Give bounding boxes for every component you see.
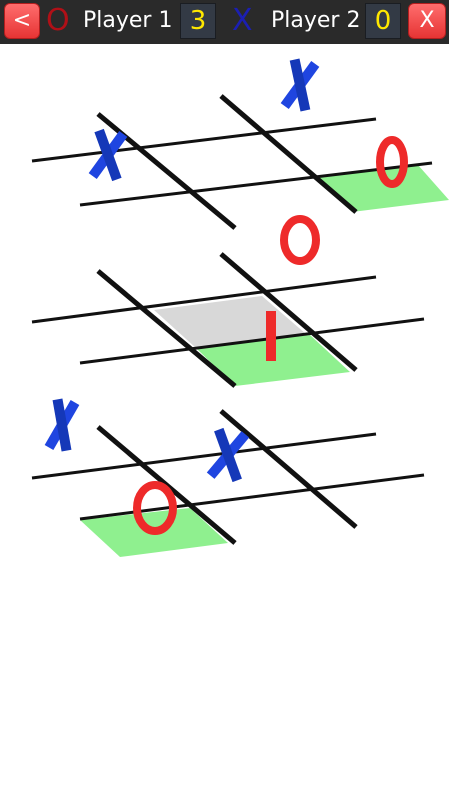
board-level-2: [31, 252, 425, 388]
player1-name: Player 1: [83, 8, 173, 33]
player2-name: Player 2: [271, 8, 361, 33]
x-mark: [280, 58, 320, 112]
grid-line: [79, 317, 425, 365]
player1-o-icon: O: [46, 3, 70, 38]
board-level-1: [31, 58, 449, 230]
grid-line: [31, 275, 377, 324]
player1-score: 3: [180, 3, 216, 39]
o-mark: [376, 136, 408, 188]
board-level-3: [31, 398, 425, 557]
player2-x-icon: X: [232, 3, 253, 38]
grid-line: [219, 252, 358, 372]
grid-line: [79, 161, 433, 207]
grid-line: [79, 473, 425, 521]
close-button[interactable]: X: [408, 3, 446, 39]
grid-line: [96, 269, 237, 388]
top-bar: < O Player 1 3 X Player 2 0 X: [0, 0, 449, 44]
x-mark: [88, 128, 128, 182]
game-board-3d[interactable]: [0, 44, 449, 800]
x-mark: [206, 427, 250, 483]
cursor-mark: [266, 311, 276, 361]
grid-line: [31, 117, 377, 163]
back-button[interactable]: <: [4, 3, 40, 39]
grid-line: [219, 94, 358, 214]
o-mark: [280, 215, 320, 265]
grid-line: [219, 409, 358, 529]
x-mark: [44, 398, 80, 452]
highlight-cell: [318, 165, 449, 212]
o-mark: [133, 481, 177, 535]
grid-line: [31, 432, 377, 480]
player2-score: 0: [365, 3, 401, 39]
